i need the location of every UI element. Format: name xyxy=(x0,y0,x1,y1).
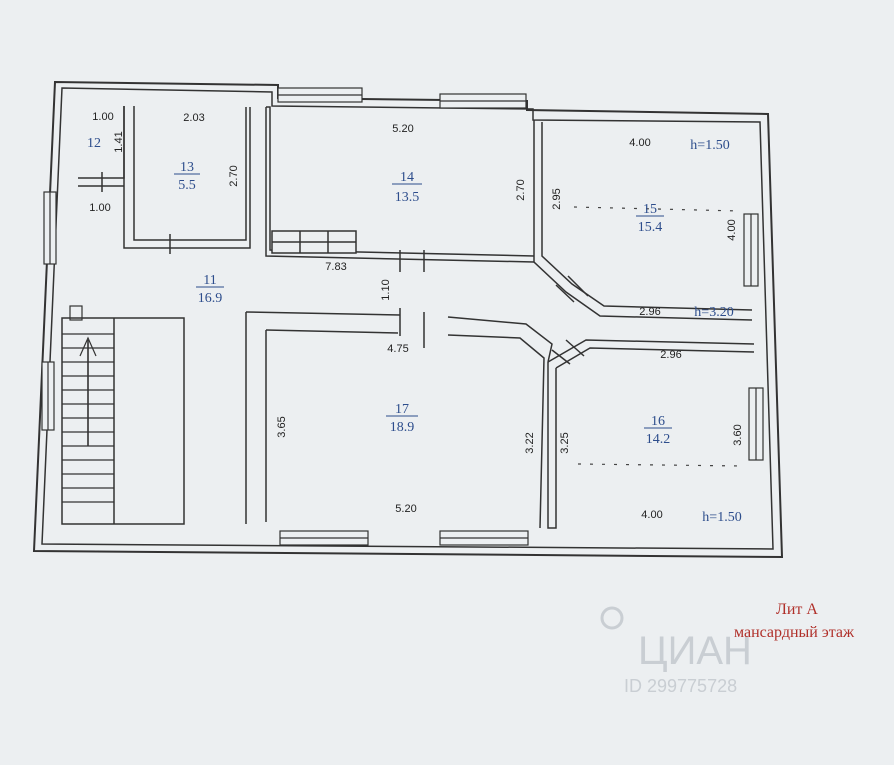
dim-label: 2.95 xyxy=(551,188,563,209)
room-14-area: 13.5 xyxy=(395,190,420,205)
height-label: h=3.20 xyxy=(694,305,733,320)
dim-label: 1.00 xyxy=(89,202,110,214)
location-pin-icon xyxy=(600,606,624,630)
room-17-number: 17 xyxy=(395,402,409,417)
caption: Лит А мансардный этаж xyxy=(734,601,855,641)
dim-label: 2.70 xyxy=(228,165,240,186)
caption-title: Лит А xyxy=(776,601,818,618)
staircase xyxy=(62,305,114,503)
room-17-area: 18.9 xyxy=(390,420,415,435)
room-labels: 11 16.9 12 13 5.5 14 13.5 15 15.4 16 14.… xyxy=(87,136,672,447)
dim-label: 7.83 xyxy=(325,261,346,273)
dim-label: 2.96 xyxy=(639,306,660,318)
interior-walls xyxy=(61,106,755,529)
height-label: h=1.50 xyxy=(690,138,729,153)
room-13-number: 13 xyxy=(180,160,194,175)
dim-label: 1.00 xyxy=(92,111,113,123)
dim-label: 4.75 xyxy=(387,343,408,355)
room-14-number: 14 xyxy=(400,170,414,185)
dim-label: 3.25 xyxy=(559,432,571,453)
dim-label: 5.20 xyxy=(392,123,413,135)
dim-label: 2.96 xyxy=(660,349,681,361)
room-16-area: 14.2 xyxy=(646,432,671,447)
dim-label: 4.00 xyxy=(726,219,738,240)
room-12-number: 12 xyxy=(87,136,101,151)
dim-label: 5.20 xyxy=(395,503,416,515)
dimension-labels: 1.00 1.41 1.00 2.03 2.70 5.20 2.70 7.83 … xyxy=(89,111,744,521)
dim-label: 4.00 xyxy=(629,137,650,149)
dim-label: 3.65 xyxy=(276,416,288,437)
caption-subtitle: мансардный этаж xyxy=(734,624,855,641)
dim-label: 1.10 xyxy=(380,279,392,300)
room-15-area: 15.4 xyxy=(638,220,663,235)
dim-label: 1.41 xyxy=(113,131,125,152)
doors xyxy=(101,172,589,365)
watermark: ЦИАН ID 299775728 xyxy=(600,606,752,696)
dim-label: 4.00 xyxy=(641,509,662,521)
ceiling-heights: h=1.50 h=3.20 h=1.50 xyxy=(690,138,741,525)
room-13-area: 5.5 xyxy=(178,178,196,193)
room-11-area: 16.9 xyxy=(198,291,223,306)
room-15-number: 15 xyxy=(643,202,657,217)
dim-label: 2.70 xyxy=(515,179,527,200)
height-label: h=1.50 xyxy=(702,510,741,525)
room-11-number: 11 xyxy=(203,273,216,288)
watermark-brand: ЦИАН xyxy=(638,629,752,673)
dim-label: 3.60 xyxy=(732,424,744,445)
watermark-id: ID 299775728 xyxy=(624,676,737,696)
windows xyxy=(41,87,764,546)
room-16-number: 16 xyxy=(651,414,665,429)
dim-label: 3.22 xyxy=(524,432,536,453)
dim-label: 2.03 xyxy=(183,112,204,124)
